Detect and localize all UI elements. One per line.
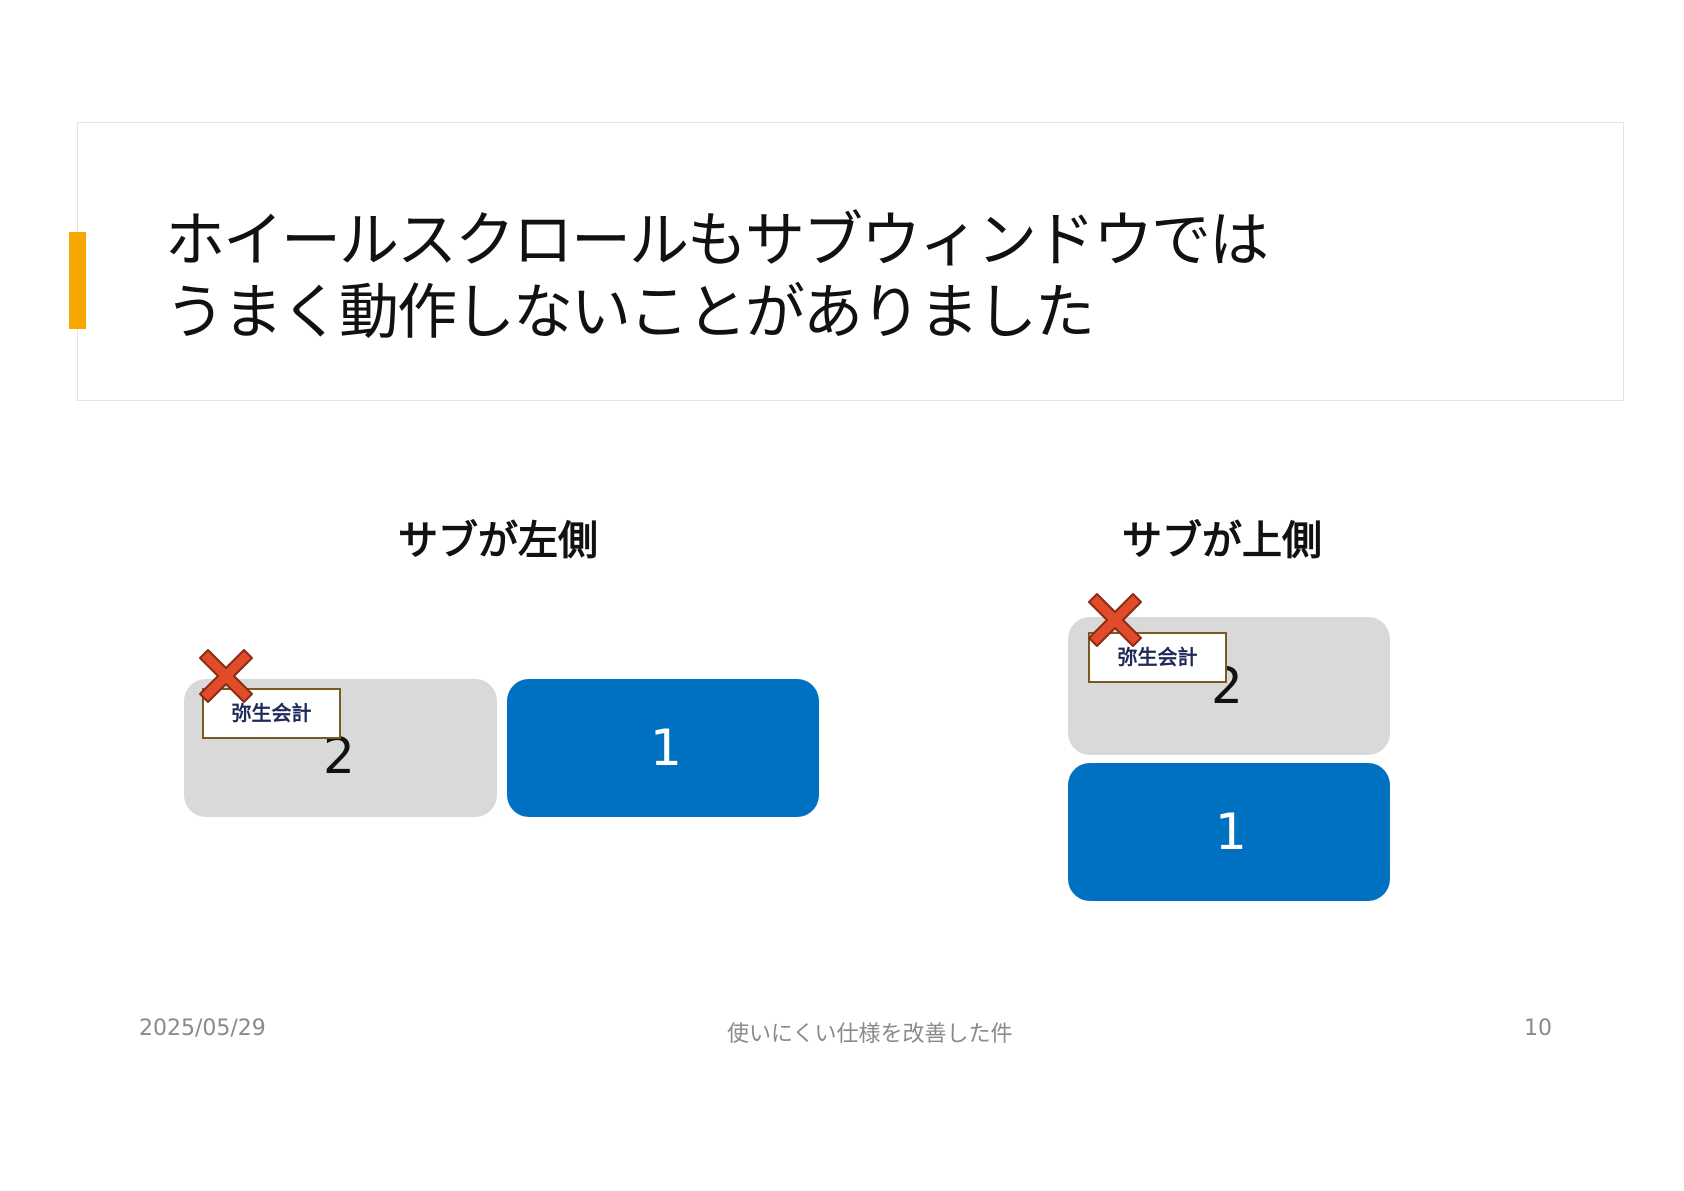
title-box (77, 122, 1624, 401)
left-group-label: サブが左側 (398, 518, 598, 564)
footer-date: 2025/05/29 (139, 1016, 266, 1041)
right-x-mark-icon (1088, 593, 1142, 647)
slide-title-line-2: うまく動作しないことがありました (165, 278, 1095, 348)
right-app-label: 弥生会計 (1088, 632, 1227, 683)
title-accent-bar (69, 232, 86, 329)
left-app-label: 弥生会計 (202, 688, 341, 739)
footer-page-number: 10 (1524, 1016, 1552, 1041)
left-sub-panel-number: 2 (323, 727, 355, 785)
slide-title-line-1: ホイールスクロールもサブウィンドウでは (165, 206, 1269, 276)
slide-title: ホイールスクロールもサブウィンドウでは うまく動作しないことがありました (165, 205, 1465, 349)
left-main-panel-number: 1 (650, 719, 682, 777)
left-main-panel: 1 (507, 679, 819, 817)
left-x-mark-icon (199, 649, 253, 703)
right-main-panel-number: 1 (1215, 803, 1247, 861)
footer-title: 使いにくい仕様を改善した件 (727, 1022, 1013, 1047)
right-main-panel: 1 (1068, 763, 1390, 901)
right-group-label: サブが上側 (1122, 518, 1322, 564)
